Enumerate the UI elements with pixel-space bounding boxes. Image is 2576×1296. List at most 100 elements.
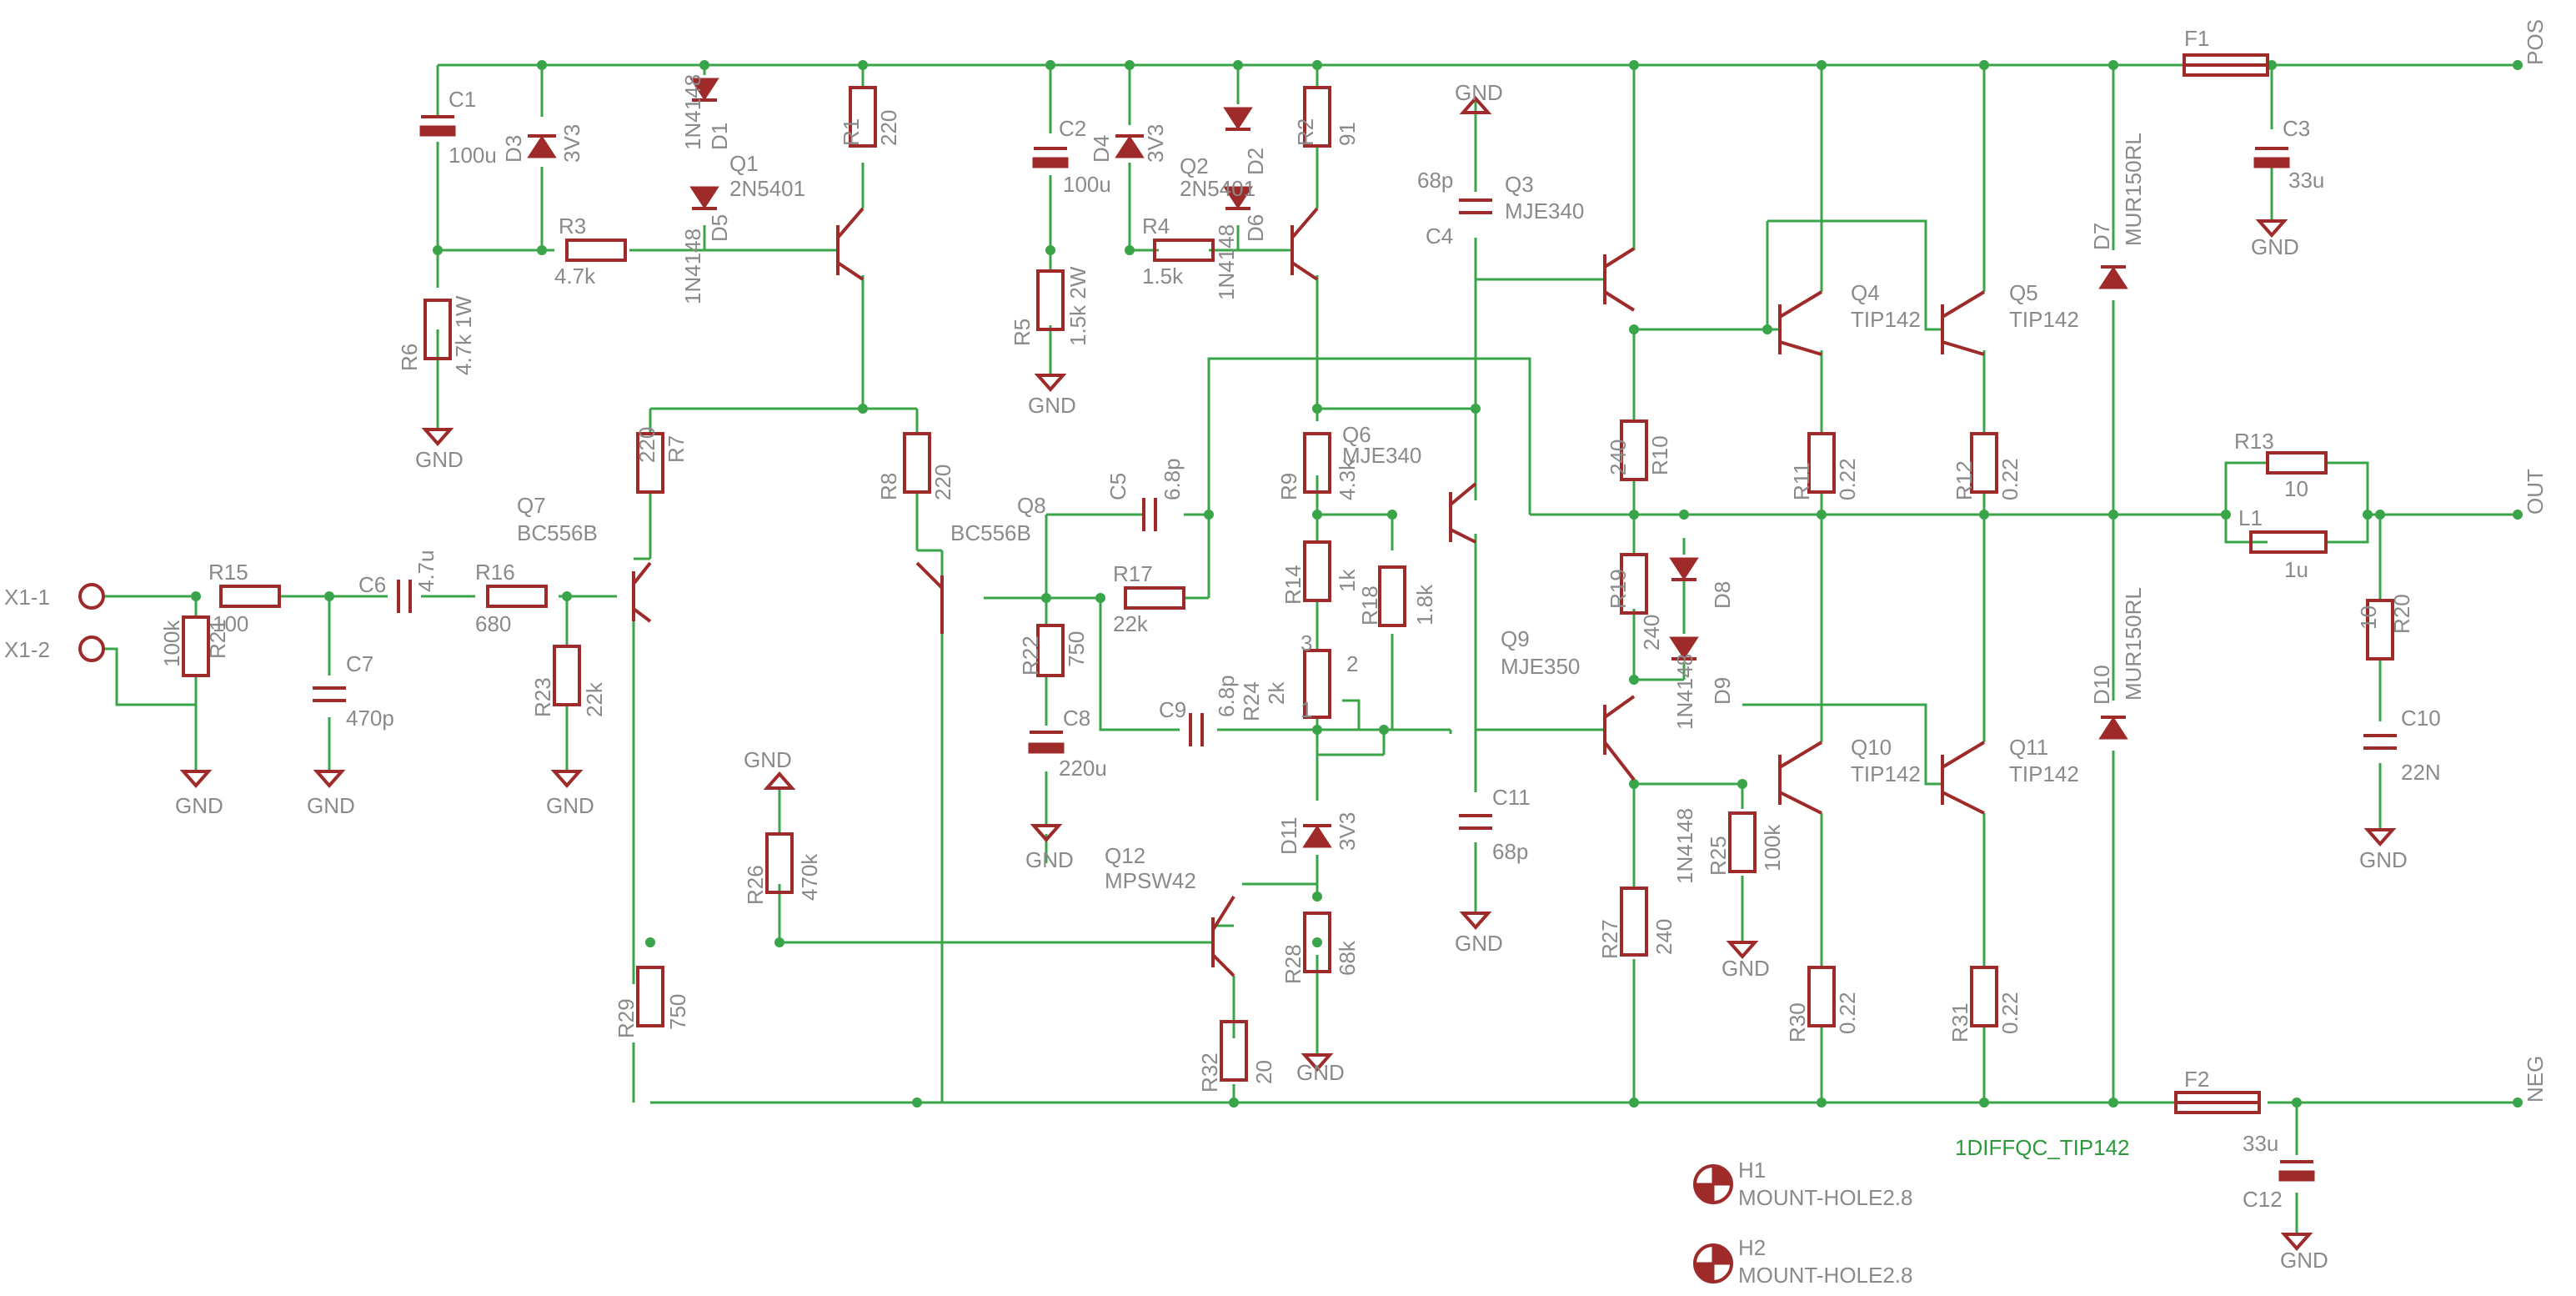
transistor-q9 (1603, 695, 1636, 781)
transistor-q5 (1941, 290, 1986, 356)
part-label: D3 (501, 135, 526, 163)
junctions (191, 60, 2523, 1108)
components (78, 53, 2397, 1283)
transistor-q11 (1941, 741, 1986, 815)
part-label: 68k (1335, 940, 1360, 976)
part-label: R32 (1197, 1052, 1222, 1093)
part-label: R9 (1276, 473, 1301, 500)
part-label: 2N5401 (1180, 176, 1255, 201)
transistor-q8 (915, 561, 944, 634)
gnd-label: GND (307, 793, 355, 818)
transistor-q4 (1778, 290, 1823, 356)
resistor-r31 (1970, 966, 1998, 1027)
part-label: 1N4148 (1214, 224, 1239, 300)
part-label: 1N4148 (1672, 808, 1697, 884)
part-label: 220 (634, 427, 659, 463)
part-label: 22k (1113, 611, 1149, 636)
resistor-r29 (636, 966, 664, 1027)
part-label: 470k (797, 853, 822, 901)
part-label: 750 (665, 994, 690, 1030)
part-label: R10 (1647, 435, 1672, 475)
transistor-q2 (1291, 207, 1319, 281)
resistor-r17 (1124, 586, 1185, 610)
resistor-r28 (1303, 912, 1331, 973)
connector-label-x1-2: X1-2 (4, 637, 50, 662)
gnd-label: GND (744, 747, 792, 772)
gnd-label: GND (1028, 393, 1076, 418)
part-label: R15 (208, 560, 248, 585)
part-label: 100u (449, 143, 497, 168)
part-label: 68p (1492, 839, 1528, 864)
part-label: 0.22 (1835, 458, 1860, 500)
mount-hole-h2 (1693, 1243, 1733, 1283)
part-label: 33u (2243, 1131, 2278, 1156)
gnd-label: GND (2359, 847, 2408, 872)
resistor-r12 (1970, 432, 1998, 494)
part-label: BC556B (950, 520, 1031, 545)
diode-d6 (1223, 186, 1253, 210)
part-label: 1k (1335, 569, 1360, 592)
transistor-q3 (1603, 247, 1636, 312)
gnd-label: GND (1025, 847, 1074, 872)
part-label: 3V3 (1143, 124, 1168, 163)
part-label: 100k (1760, 824, 1785, 872)
part-label: TIP142 (1851, 761, 1921, 786)
resistor-r22 (1036, 624, 1065, 677)
part-label: R22 (1018, 635, 1043, 676)
part-label: 1u (2284, 557, 2308, 582)
part-label: Q3 (1505, 172, 1534, 197)
part-label: MUR150RL (2121, 133, 2146, 246)
part-label: 1.5k 2W (1065, 266, 1090, 346)
part-label: MUR150RL (2121, 587, 2146, 701)
part-label: 3V3 (559, 124, 584, 163)
part-label: MOUNT-HOLE2.8 (1738, 1185, 1913, 1210)
resistor-r19 (1620, 553, 1648, 615)
part-label: 680 (475, 611, 511, 636)
part-label: MJE340 (1505, 198, 1584, 224)
part-label: 4.3k (1335, 459, 1360, 500)
part-label: 2 (1346, 651, 1358, 676)
part-label: 10 (2356, 605, 2381, 630)
part-label: C1 (449, 87, 476, 112)
resistor-r23 (553, 645, 581, 706)
part-label: BC556B (517, 520, 598, 545)
diode-d9 (1669, 636, 1699, 661)
part-label: R16 (475, 560, 515, 585)
part-label: C6 (358, 572, 386, 597)
part-label: 0.22 (1997, 458, 2022, 500)
part-label: R18 (1357, 585, 1382, 625)
part-label: R25 (1706, 836, 1731, 876)
part-label: 4.7u (413, 550, 439, 592)
part-label: R6 (397, 344, 422, 371)
capacitor-c2 (1032, 147, 1069, 168)
diode-d7 (2098, 265, 2128, 289)
part-label: 240 (1651, 919, 1676, 955)
gnd-label: GND (2280, 1248, 2328, 1273)
part-label: D1 (707, 123, 732, 150)
part-label: 1 (1301, 697, 1312, 722)
transistor-q1 (836, 207, 865, 281)
part-label: C8 (1063, 706, 1090, 731)
part-label: R17 (1113, 561, 1153, 586)
part-label: MPSW42 (1105, 868, 1196, 893)
connector-label-x1-1: X1-1 (4, 585, 50, 610)
part-label: 20 (1251, 1060, 1276, 1084)
resistor-r11 (1807, 432, 1836, 494)
part-label: Q7 (517, 493, 546, 518)
net-label-pos: POS (2523, 19, 2548, 65)
gnd-label: GND (175, 793, 223, 818)
capacitor-c6 (397, 580, 412, 613)
resistor-r26 (765, 832, 794, 894)
part-label: 100 (213, 611, 248, 636)
part-label: Q4 (1851, 280, 1880, 305)
diode-d8 (1669, 557, 1699, 581)
part-label: TIP142 (2009, 761, 2079, 786)
part-label: R1 (839, 118, 864, 146)
resistor-r14 (1303, 540, 1331, 602)
part-label: L1 (2238, 505, 2263, 530)
part-label: 91 (1335, 122, 1360, 146)
resistor-r6 (423, 299, 452, 360)
part-label: Q5 (2009, 280, 2038, 305)
part-label: MJE340 (1342, 443, 1421, 468)
